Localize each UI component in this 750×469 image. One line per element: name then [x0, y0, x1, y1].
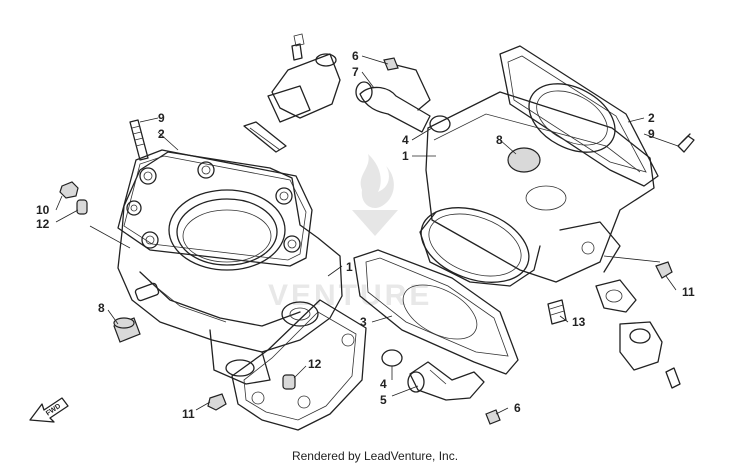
lower-water-fitting	[407, 361, 485, 401]
right-stud	[547, 299, 567, 325]
right-tensioner-assembly	[595, 279, 681, 389]
callout-10: 10	[36, 203, 50, 217]
left-stud	[129, 119, 149, 161]
left-small-nut	[207, 393, 227, 411]
bottom-o-ring	[381, 349, 403, 367]
top-o-ring	[429, 115, 451, 133]
tensioner-gasket	[243, 121, 287, 153]
callout-1-right: 1	[402, 149, 409, 163]
callout-2-right: 2	[648, 111, 655, 125]
callout-4-bottom: 4	[380, 377, 387, 391]
callout-3: 3	[360, 315, 367, 329]
callout-1-left: 1	[346, 260, 353, 274]
upper-right-stud	[677, 133, 695, 153]
left-plug	[113, 317, 141, 343]
callout-9-right: 9	[648, 127, 655, 141]
render-credit-footer: Rendered by LeadVenture, Inc.	[291, 449, 459, 463]
callout-11-right: 11	[682, 285, 695, 299]
right-base-gasket	[353, 249, 519, 375]
leadventure-watermark: VENTURE	[268, 154, 432, 312]
hex-nut	[59, 181, 79, 199]
chain-tensioner	[267, 33, 341, 123]
right-small-nut	[655, 261, 673, 279]
callout-6-bottom: 6	[514, 401, 521, 415]
callout-12-left: 12	[36, 217, 50, 231]
callout-9-left: 9	[158, 111, 165, 125]
left-base-gasket	[231, 299, 367, 431]
right-cylinder	[419, 45, 659, 287]
callout-8-right: 8	[496, 133, 503, 147]
left-cylinder	[117, 149, 343, 385]
forward-direction-arrow: FWD	[29, 397, 69, 423]
lower-bolt	[485, 409, 501, 425]
mid-dowel-pin	[282, 374, 296, 390]
leader-lines	[55, 55, 679, 415]
callout-6-top: 6	[352, 49, 359, 63]
callout-11-left: 11	[182, 407, 195, 421]
callout-2-left: 2	[158, 127, 165, 141]
callout-13: 13	[572, 315, 586, 329]
left-dowel-pin	[76, 199, 88, 215]
callout-8-left: 8	[98, 301, 105, 315]
svg-text:VENTURE: VENTURE	[268, 279, 432, 312]
callout-4-top: 4	[402, 133, 409, 147]
callout-7: 7	[352, 65, 359, 79]
callout-5: 5	[380, 393, 387, 407]
callout-labels: 9 2 10 12 8 11 1 12 6 7 4 1 8 2 9 3 4 5 …	[36, 49, 695, 421]
callout-12-mid: 12	[308, 357, 322, 371]
water-outlet-elbow	[355, 57, 431, 133]
